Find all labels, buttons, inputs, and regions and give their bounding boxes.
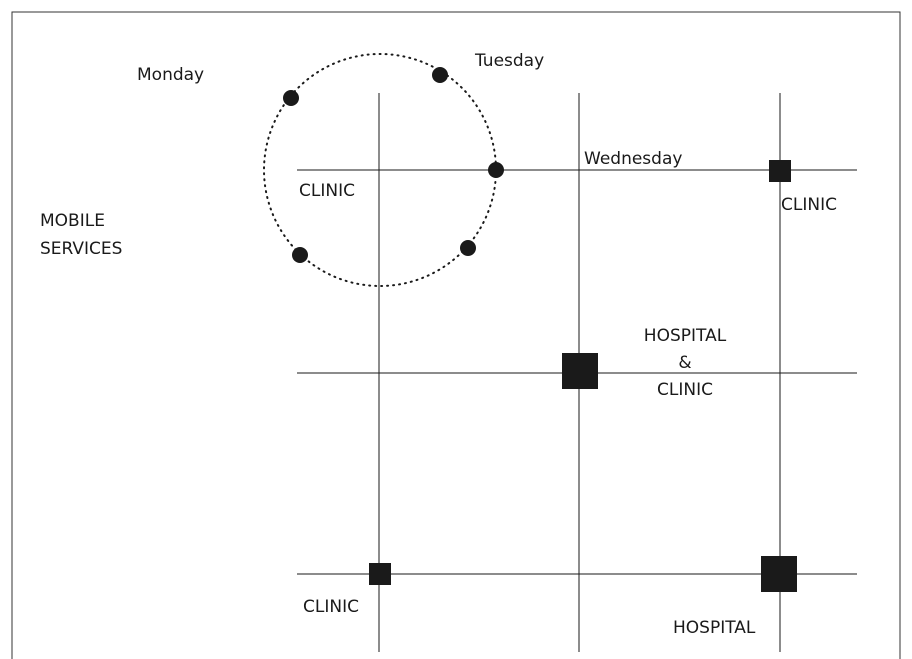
label-clinic-top-right: CLINIC [781, 195, 837, 215]
stop-monday-marker [283, 90, 299, 106]
label-hospital-bottom-right: HOSPITAL [673, 618, 756, 638]
label-hospital-clinic-line1: HOSPITAL [644, 326, 727, 346]
clinic-marker-bottom-left [369, 563, 391, 585]
diagram-frame [11, 11, 901, 659]
label-tuesday: Tuesday [474, 51, 544, 71]
label-wednesday: Wednesday [584, 149, 682, 169]
label-clinic-top-left: CLINIC [299, 181, 355, 201]
stop-wednesday-marker [488, 162, 504, 178]
stop-marker [292, 247, 308, 263]
hospital-clinic-marker [562, 353, 598, 389]
clinic-marker-top-right [769, 160, 791, 182]
hospital-marker-bottom-right [761, 556, 797, 592]
label-hospital-clinic-line3: CLINIC [657, 380, 713, 400]
label-mobile-services-line1: MOBILE [40, 211, 105, 231]
label-clinic-bottom-left: CLINIC [303, 597, 359, 617]
stop-tuesday-marker [432, 67, 448, 83]
label-monday: Monday [137, 65, 204, 85]
label-hospital-clinic-line2: & [678, 353, 691, 373]
label-mobile-services-line2: SERVICES [40, 239, 122, 259]
stop-marker [460, 240, 476, 256]
